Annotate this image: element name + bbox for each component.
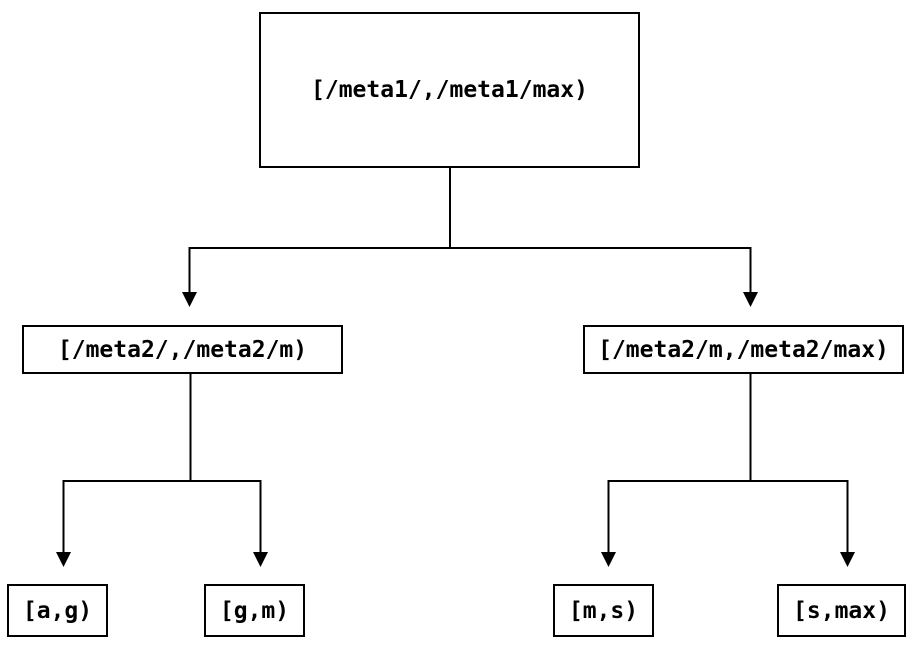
tree-node-leaf-3: [m,s)	[553, 584, 654, 637]
arrowhead-down-icon	[56, 552, 71, 567]
tree-node-right-child: [/meta2/m,/meta2/max)	[583, 325, 904, 374]
tree-node-root: [/meta1/,/meta1/max)	[259, 12, 640, 168]
tree-node-root-label: [/meta1/,/meta1/max)	[311, 77, 588, 103]
arrowhead-down-icon	[840, 552, 855, 567]
tree-node-leaf-1-label: [a,g)	[22, 597, 93, 624]
connector-rightchild-to-leaves	[607, 374, 849, 553]
tree-node-leaf-1: [a,g)	[7, 584, 108, 637]
arrowhead-down-icon	[601, 552, 616, 567]
tree-node-right-child-label: [/meta2/m,/meta2/max)	[598, 336, 889, 363]
arrowhead-down-icon	[743, 292, 758, 307]
tree-node-left-child: [/meta2/,/meta2/m)	[22, 325, 343, 374]
arrowhead-down-icon	[182, 292, 197, 307]
tree-node-leaf-2: [g,m)	[204, 584, 305, 637]
tree-node-leaf-4: [s,max)	[777, 584, 906, 637]
tree-node-leaf-2-label: [g,m)	[219, 597, 290, 624]
connector-leftchild-to-leaves	[62, 374, 262, 553]
tree-node-left-child-label: [/meta2/,/meta2/m)	[57, 336, 308, 363]
tree-node-leaf-4-label: [s,max)	[793, 597, 890, 624]
tree-node-leaf-3-label: [m,s)	[568, 597, 639, 624]
arrowhead-down-icon	[253, 552, 268, 567]
connector-root-to-children	[188, 168, 752, 293]
